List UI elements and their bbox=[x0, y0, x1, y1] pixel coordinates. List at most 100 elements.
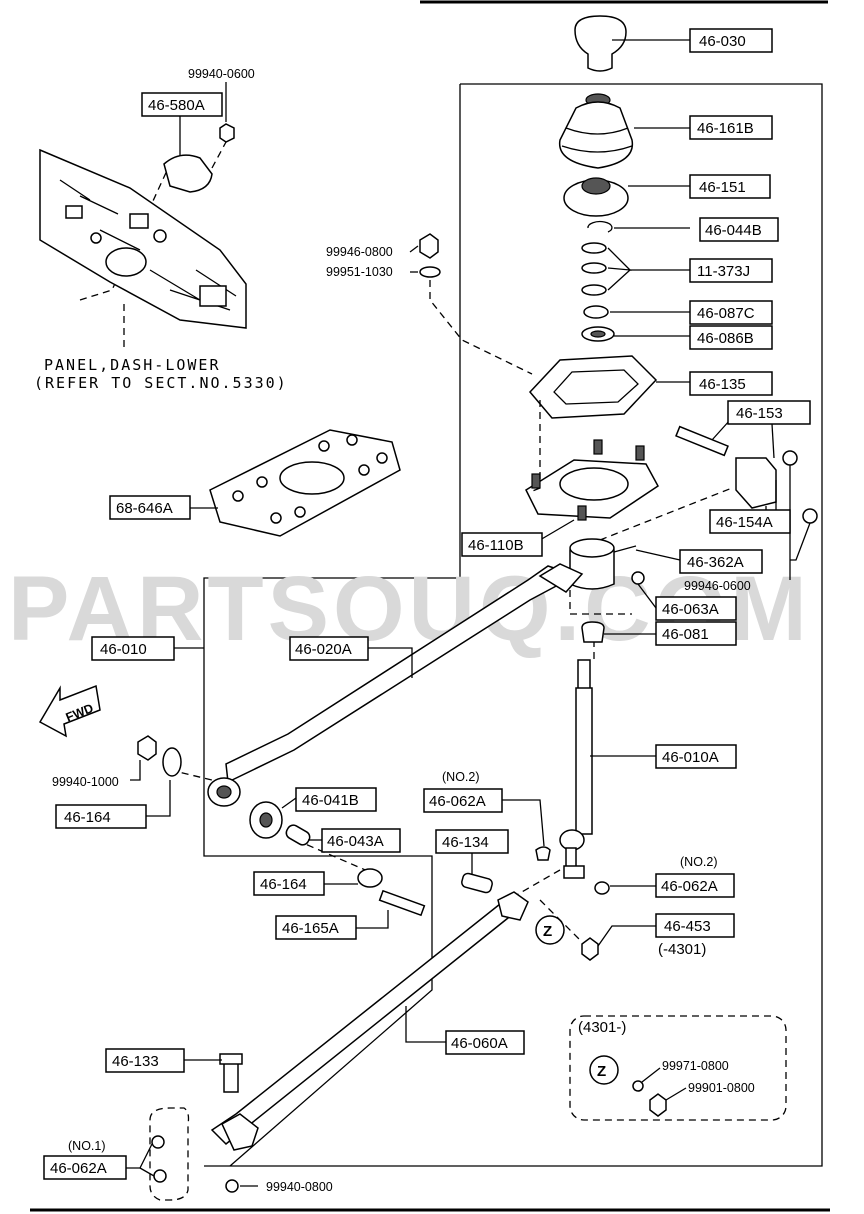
z-symbol-text: Z bbox=[597, 1063, 606, 1080]
label-46-164-left: 46-164 bbox=[55, 804, 147, 829]
svg-text:46-362A: 46-362A bbox=[687, 554, 744, 571]
bolt-icon bbox=[675, 425, 729, 457]
label-99940-1000: 99940-1000 bbox=[52, 775, 119, 789]
label-46-062a-right: 46-062A bbox=[655, 873, 735, 898]
svg-text:46-062A: 46-062A bbox=[661, 878, 718, 895]
inset-box bbox=[569, 1015, 787, 1121]
washer-icon bbox=[162, 747, 182, 777]
label-46-010a: 46-010A bbox=[655, 744, 737, 769]
bracket-icon bbox=[735, 457, 777, 509]
label-99951-1030: 99951-1030 bbox=[326, 265, 393, 279]
nut-icon bbox=[219, 123, 235, 143]
gasket-icon bbox=[528, 355, 658, 419]
label-99940-0600-top: 99940-0600 bbox=[188, 67, 255, 81]
label-46-164-mid: 46-164 bbox=[253, 871, 325, 896]
svg-text:46-020A: 46-020A bbox=[295, 641, 352, 658]
label-46-362a: 46-362A bbox=[679, 549, 763, 574]
svg-text:46-043A: 46-043A bbox=[327, 833, 384, 850]
svg-text:46-110B: 46-110B bbox=[468, 537, 524, 554]
shift-boot-icon bbox=[558, 101, 634, 169]
collar-icon bbox=[285, 824, 311, 846]
label-46-133: 46-133 bbox=[105, 1048, 185, 1073]
cap-icon bbox=[151, 1135, 165, 1149]
svg-text:46-060A: 46-060A bbox=[451, 1035, 508, 1052]
label-46-165a: 46-165A bbox=[275, 915, 357, 940]
nut-icon bbox=[225, 1179, 239, 1193]
label-46-086b: 46-086B bbox=[689, 325, 773, 350]
nut-icon bbox=[419, 233, 439, 259]
selector-rod-icon bbox=[210, 894, 521, 1146]
label-46-041b: 46-041B bbox=[295, 787, 377, 812]
svg-text:46-154A: 46-154A bbox=[716, 514, 773, 531]
label-46-154a: 46-154A bbox=[709, 509, 791, 534]
label-99940-0800: 99940-0800 bbox=[266, 1180, 333, 1194]
nut-icon bbox=[137, 735, 157, 761]
bushing-icon bbox=[581, 242, 607, 254]
label-46-151: 46-151 bbox=[689, 174, 771, 199]
panel-note-line2: (REFER TO SECT.NO.5330) bbox=[34, 374, 288, 392]
svg-text:46-063A: 46-063A bbox=[662, 601, 719, 618]
label-46-043a: 46-043A bbox=[321, 828, 401, 853]
svg-text:46-081: 46-081 bbox=[662, 626, 709, 643]
label-46-110b: 46-110B bbox=[461, 532, 543, 557]
washer-icon bbox=[357, 868, 383, 888]
svg-text:46-161B: 46-161B bbox=[697, 120, 754, 137]
svg-text:46-580A: 46-580A bbox=[148, 97, 205, 114]
inset-item-99971-0800: 99971-0800 bbox=[662, 1059, 729, 1073]
svg-text:46-135: 46-135 bbox=[699, 376, 746, 393]
svg-text:46-062A: 46-062A bbox=[50, 1160, 107, 1177]
label-46-030: 46-030 bbox=[689, 28, 773, 53]
label-no2-mid: (NO.2) bbox=[442, 770, 480, 784]
svg-text:46-041B: 46-041B bbox=[302, 792, 359, 809]
label-68-646a: 68-646A bbox=[109, 495, 191, 520]
fwd-arrow-icon bbox=[38, 684, 101, 738]
washer-icon bbox=[419, 266, 441, 278]
svg-text:46-062A: 46-062A bbox=[429, 793, 486, 810]
label-46-063a: 46-063A bbox=[655, 596, 737, 621]
label-46-580a: 46-580A bbox=[141, 92, 223, 117]
label-46-087c: 46-087C bbox=[689, 300, 773, 325]
label-46-062a-bottom: 46-062A bbox=[43, 1155, 127, 1180]
nut-icon bbox=[581, 937, 599, 961]
svg-text:46-153: 46-153 bbox=[736, 405, 783, 422]
label-46-020a: 46-020A bbox=[289, 636, 369, 661]
dash-line bbox=[429, 280, 533, 375]
assembly-outline-left bbox=[203, 84, 461, 1167]
cover-plate-icon bbox=[163, 154, 213, 193]
svg-text:46-164: 46-164 bbox=[260, 876, 307, 893]
svg-text:68-646A: 68-646A bbox=[116, 500, 173, 517]
inset-title: (4301-) bbox=[578, 1019, 626, 1036]
svg-text:46-453: 46-453 bbox=[664, 918, 711, 935]
nut-icon bbox=[649, 1093, 667, 1117]
label-46-081: 46-081 bbox=[655, 621, 737, 646]
svg-text:46-086B: 46-086B bbox=[697, 330, 754, 347]
label-range-4301: (-4301) bbox=[658, 941, 706, 958]
label-no2-right: (NO.2) bbox=[680, 855, 718, 869]
shift-knob-icon bbox=[574, 15, 627, 72]
assembly-outline bbox=[204, 83, 823, 1167]
panel-note-line1: PANEL,DASH-LOWER bbox=[44, 356, 221, 374]
svg-text:46-133: 46-133 bbox=[112, 1053, 159, 1070]
svg-text:46-030: 46-030 bbox=[699, 33, 746, 50]
seat-icon bbox=[583, 305, 609, 319]
nut-icon bbox=[631, 571, 645, 585]
svg-text:46-087C: 46-087C bbox=[697, 305, 755, 322]
z-symbol-icon bbox=[589, 1055, 619, 1085]
label-99946-0600: 99946-0600 bbox=[684, 579, 751, 593]
svg-text:46-010A: 46-010A bbox=[662, 749, 719, 766]
inset-item-99901-0800: 99901-0800 bbox=[688, 1081, 755, 1095]
bush-icon bbox=[581, 621, 605, 643]
svg-text:46-164: 46-164 bbox=[64, 809, 111, 826]
svg-text:11-373J: 11-373J bbox=[697, 263, 750, 280]
label-46-062a-mid: 46-062A bbox=[423, 788, 503, 813]
label-99946-0800: 99946-0800 bbox=[326, 245, 393, 259]
cap-icon bbox=[535, 846, 551, 861]
pin-icon bbox=[461, 872, 493, 894]
z-symbol-text: Z bbox=[543, 923, 552, 940]
svg-text:46-165A: 46-165A bbox=[282, 920, 339, 937]
label-46-153: 46-153 bbox=[727, 400, 811, 425]
svg-text:46-044B: 46-044B bbox=[705, 222, 762, 239]
washer-icon bbox=[632, 1080, 644, 1092]
label-46-060a: 46-060A bbox=[445, 1030, 525, 1055]
